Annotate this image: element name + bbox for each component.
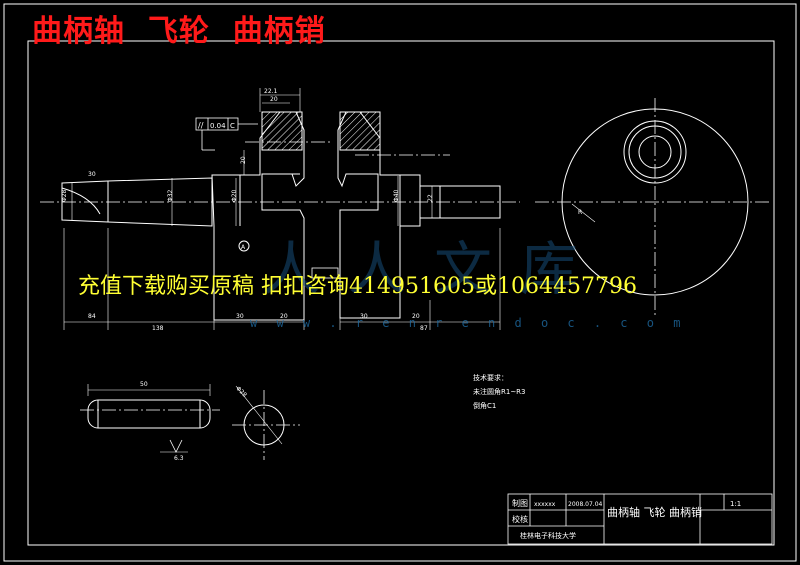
dim-top2: 20 (270, 96, 278, 103)
dim-b6: 20 (412, 313, 420, 320)
dim-pin-len: Φ20 (231, 189, 238, 202)
dim-angle: 30 (88, 171, 96, 178)
dim-top1: 22.1 (264, 88, 278, 95)
title-block-texts: 制图 xxxxxx 2008.07.04 校核 曲柄轴 飞轮 曲柄销 1:1 桂… (512, 498, 741, 540)
tolerance-frame (195, 117, 258, 151)
dim-b1: 84 (88, 313, 96, 320)
title-block (507, 493, 773, 545)
right-shaft (420, 185, 501, 219)
dim-b4: 20 (280, 313, 288, 320)
dim-b2: 138 (152, 325, 164, 332)
datum-circle (238, 240, 250, 252)
ad-overlay-text: 充值下载购买原稿 扣扣咨询414951605或1064457796 (78, 274, 637, 299)
watermark-url: w w w . r e n r e n d o c . c o m (250, 316, 687, 330)
crankshaft-view (61, 111, 501, 321)
inner-frame (27, 40, 775, 546)
crank-pin-section (235, 385, 285, 446)
tb-part-name: 曲柄轴 飞轮 曲柄销 (607, 505, 702, 519)
dim-circle-dia: Φ28 (234, 385, 248, 399)
notes-line2: 倒角C1 (473, 401, 496, 410)
tb-drawn-label: 制图 (512, 498, 528, 508)
dim-flywheel-r: R (578, 209, 582, 216)
crank-pin-view (87, 399, 211, 453)
datum-box (311, 267, 339, 279)
taper-curve (61, 187, 101, 215)
dim-pin-length: 50 (140, 381, 148, 388)
dim-left-dia: Φ28 (61, 189, 68, 202)
tb-scale: 1:1 (730, 500, 741, 508)
dim-b3: 30 (236, 313, 244, 320)
right-web-hatch (339, 111, 381, 151)
notes-line1: 未注圆角R1~R3 (473, 387, 526, 396)
tb-checked-label: 校核 (512, 514, 528, 524)
dim-pin-dia: 20 (240, 156, 247, 164)
tb-drawn-name: xxxxxx (534, 501, 556, 508)
dim-surface: 6.3 (174, 455, 184, 462)
dim-datum: A (241, 244, 246, 251)
dim-b5: 30 (360, 313, 368, 320)
dimension-lines (63, 88, 501, 396)
tech-notes: 技术要求： 未注圆角R1~R3 倒角C1 (473, 373, 526, 410)
watermark-chars: 人人文库 (262, 235, 607, 303)
flywheel-view (561, 108, 749, 296)
tb-date: 2008.07.04 (568, 501, 603, 508)
notes-heading: 技术要求： (473, 373, 508, 382)
dim-shaft-dia: 22 (427, 194, 434, 202)
page-title: 曲柄轴 飞轮 曲柄销 (32, 14, 326, 49)
outer-frame (3, 3, 797, 562)
tolerance-value: 0.04 (210, 122, 226, 130)
tolerance-symbol: // (198, 121, 204, 130)
dim-mid-dia: Φ32 (167, 189, 174, 202)
dim-b7: 87 (420, 325, 428, 332)
left-web-hatch (261, 111, 303, 151)
dim-right-dia: Φ40 (393, 189, 400, 202)
tolerance-datum: C (230, 122, 235, 130)
dimension-texts: 22.1 20 20 Φ28 Φ32 Φ20 Φ40 22 30 84 138 … (61, 88, 582, 462)
tb-school: 桂林电子科技大学 (520, 531, 576, 540)
